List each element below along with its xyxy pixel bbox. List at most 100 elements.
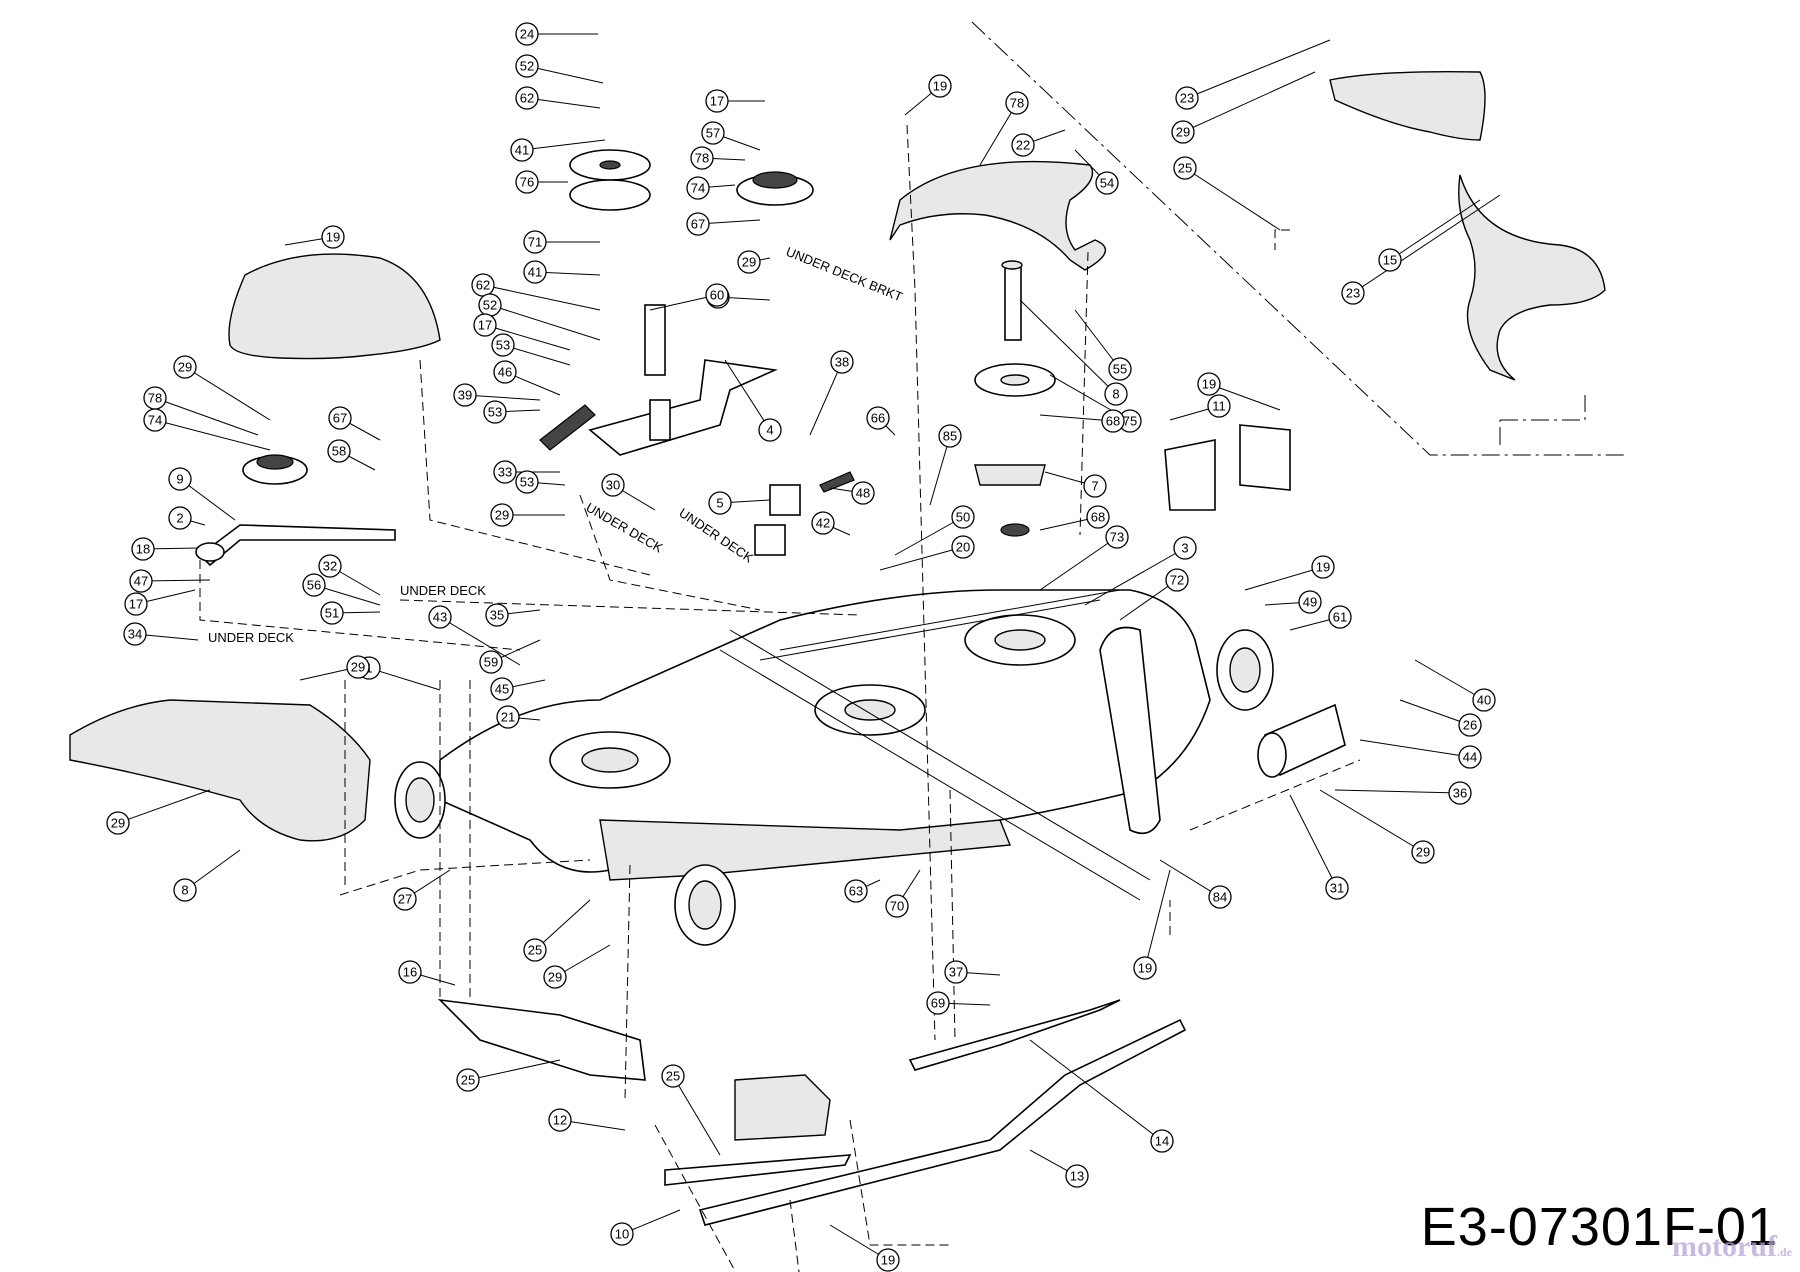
callout-leader-84 [1159, 859, 1221, 898]
callout-label: 29 [495, 508, 509, 523]
callout-69: 69 [926, 991, 950, 1015]
callout-circle [885, 894, 909, 918]
callout-label: 38 [835, 355, 849, 370]
callout-circle [131, 537, 155, 561]
callout-circle [758, 418, 782, 442]
callout-label: 31 [1330, 881, 1344, 896]
wheel-rear-right [1216, 629, 1274, 711]
callout-circle [515, 470, 539, 494]
callout-leader-74 [154, 419, 271, 451]
callout-circle [1458, 713, 1482, 737]
bracket-11 [1164, 424, 1291, 511]
callout-circle [876, 1248, 900, 1272]
callout-71: 71 [523, 230, 547, 254]
callout-circle [515, 54, 539, 78]
callout-label: 68 [1106, 414, 1120, 429]
callout-circle [543, 965, 567, 989]
callout-leader-23 [1352, 194, 1501, 294]
callout-7: 7 [1083, 474, 1107, 498]
callout-label: 50 [956, 510, 970, 525]
callout-label: 29 [742, 255, 756, 270]
callout-leader-41 [521, 139, 606, 151]
callout-circle [327, 439, 351, 463]
callout-circle [830, 350, 854, 374]
callout-circle [1150, 1129, 1174, 1153]
callout-label: 37 [949, 965, 963, 980]
callout-2: 2 [168, 506, 192, 530]
callout-circle [1448, 781, 1472, 805]
callout-72: 72 [1165, 568, 1189, 592]
callout-58: 58 [327, 439, 351, 463]
callout-label: 45 [495, 682, 509, 697]
callout-label: 62 [520, 91, 534, 106]
pulley-74 [736, 171, 814, 206]
callout-44: 44 [1458, 745, 1482, 769]
callout-leader-25 [1184, 167, 1281, 231]
callout-circle [515, 22, 539, 46]
callout-label: 70 [890, 899, 904, 914]
callout-circle [928, 74, 952, 98]
callout-circle [1105, 525, 1129, 549]
callout-57: 57 [701, 121, 725, 145]
callout-circle [601, 473, 625, 497]
callout-label: 56 [307, 578, 321, 593]
callout-leader-53 [502, 344, 571, 366]
callout-label: 67 [333, 411, 347, 426]
watermark-logo: motoruf.de [1672, 1230, 1792, 1264]
callout-29: 29 [737, 250, 761, 274]
callout-leader-40 [1414, 659, 1485, 701]
callout-leader-15 [1389, 199, 1481, 261]
callout-label: 25 [528, 943, 542, 958]
deck-cover-right [889, 160, 1107, 271]
callout-label: 61 [1333, 610, 1347, 625]
callout-label: 17 [478, 318, 492, 333]
callout-leader-20 [879, 546, 964, 571]
callout-19: 19 [1197, 372, 1221, 396]
callout-circle [1104, 382, 1128, 406]
callout-label: 85 [943, 429, 957, 444]
callout-circle [168, 506, 192, 530]
callout-label: 26 [1463, 718, 1477, 733]
callout-label: 19 [933, 79, 947, 94]
callout-3: 3 [1173, 536, 1197, 560]
baffle-12 [437, 998, 646, 1081]
callout-53: 53 [483, 400, 507, 424]
note-under-deck-1: UNDER DECK [584, 500, 666, 556]
callout-circle [168, 467, 192, 491]
callout-label: 75 [1123, 414, 1137, 429]
callout-circle [453, 383, 477, 407]
callout-circle [844, 879, 868, 903]
note-under-deck-4: UNDER DECK [208, 630, 294, 645]
callout-label: 57 [706, 126, 720, 141]
callout-label: 20 [956, 540, 970, 555]
callout-label: 12 [553, 1113, 567, 1128]
callout-circle [851, 481, 875, 505]
pulley-75 [974, 363, 1056, 397]
callout-circle [1208, 885, 1232, 909]
idler-arm-4 [588, 304, 778, 456]
callout-circle [124, 592, 148, 616]
callout-circle [951, 505, 975, 529]
callout-leader-14 [1029, 1039, 1163, 1142]
callout-leader-50 [894, 516, 964, 556]
note-under-deck-3: UNDER DECK [400, 583, 486, 598]
callout-63: 63 [844, 879, 868, 903]
callout-27: 27 [393, 887, 417, 911]
watermark-tld: .de [1777, 1245, 1792, 1259]
callout-circle [690, 146, 714, 170]
callout-40: 40 [1472, 688, 1496, 712]
callout-circle [515, 86, 539, 110]
deck-cover-left [228, 253, 441, 360]
callout-45: 45 [490, 677, 514, 701]
callout-29: 29 [490, 503, 514, 527]
callout-78: 78 [690, 146, 714, 170]
callout-circle [393, 887, 417, 911]
callout-label: 21 [501, 710, 515, 725]
callout-circle [173, 878, 197, 902]
callout-leader-29 [117, 789, 211, 824]
callout-14: 14 [1150, 1129, 1174, 1153]
callout-label: 4 [766, 423, 773, 438]
callout-label: 3 [1181, 541, 1188, 556]
callout-9: 9 [168, 467, 192, 491]
callout-label: 29 [1416, 845, 1430, 860]
